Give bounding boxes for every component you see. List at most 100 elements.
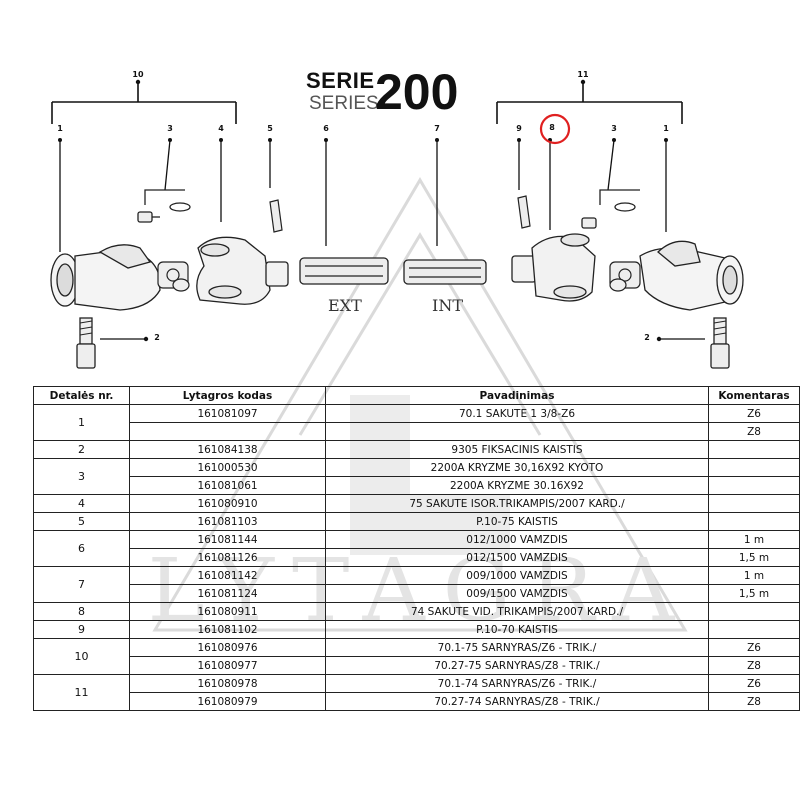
code-cell: 161000530 <box>129 458 326 477</box>
comment-cell: Z8 <box>708 692 800 711</box>
comment-cell: 1,5 m <box>708 584 800 603</box>
name-cell: 012/1500 VAMZDIS <box>325 548 709 567</box>
callout-6: 6 <box>323 124 329 133</box>
header-detail-nr: Detalės nr. <box>33 386 130 405</box>
code-cell: 161080978 <box>129 674 326 693</box>
callout-1-left: 1 <box>57 124 63 133</box>
detail-nr-cell: 10 <box>33 638 130 675</box>
comment-cell: Z6 <box>708 404 800 423</box>
detail-nr-cell: 9 <box>33 620 130 639</box>
callout-2-left: 2 <box>154 333 160 342</box>
comment-cell: Z6 <box>708 674 800 693</box>
code-cell: 161084138 <box>129 440 326 459</box>
name-cell: 70.27-74 SARNYRAS/Z8 - TRIK./ <box>325 692 709 711</box>
detail-nr-cell: 6 <box>33 530 130 567</box>
name-cell: 012/1000 VAMZDIS <box>325 530 709 549</box>
detail-nr-cell: 3 <box>33 458 130 495</box>
name-cell: 70.1 SAKUTE 1 3/8-Z6 <box>325 404 709 423</box>
name-cell <box>325 422 709 441</box>
detail-nr-cell: 11 <box>33 674 130 711</box>
series-title: SERIES <box>309 93 379 114</box>
comment-cell: Z8 <box>708 422 800 441</box>
callout-8: 8 <box>549 123 555 132</box>
table-row: Z8 <box>34 422 800 441</box>
callout-5: 5 <box>267 124 273 133</box>
callout-1-right: 1 <box>663 124 669 133</box>
code-cell: 161081103 <box>129 512 326 531</box>
callout-2-right: 2 <box>644 333 650 342</box>
callout-4: 4 <box>218 124 224 133</box>
header-comment: Komentaras <box>708 386 800 405</box>
code-cell: 161080911 <box>129 602 326 621</box>
header-name: Pavadinimas <box>325 386 709 405</box>
name-cell: 009/1500 VAMZDIS <box>325 584 709 603</box>
comment-cell <box>708 620 800 639</box>
code-cell: 161081142 <box>129 566 326 585</box>
comment-cell <box>708 458 800 477</box>
callout-3-right: 3 <box>611 124 617 133</box>
callout-7: 7 <box>434 124 440 133</box>
name-cell: 74 SAKUTE VID. TRIKAMPIS/2007 KARD./ <box>325 602 709 621</box>
comment-cell: Z8 <box>708 656 800 675</box>
callout-11: 11 <box>577 70 589 79</box>
name-cell: 2200A KRYZME 30,16X92 KYOTO <box>325 458 709 477</box>
code-cell: 161081102 <box>129 620 326 639</box>
code-cell: 161081097 <box>129 404 326 423</box>
comment-cell <box>708 602 800 621</box>
comment-cell: 1 m <box>708 530 800 549</box>
callout-3-left: 3 <box>167 124 173 133</box>
comment-cell <box>708 476 800 495</box>
code-cell: 161080976 <box>129 638 326 657</box>
name-cell: 2200A KRYZME 30.16X92 <box>325 476 709 495</box>
parts-table: Detalės nr. Lytagros kodas Pavadinimas K… <box>33 386 800 711</box>
name-cell: 70.27-75 SARNYRAS/Z8 - TRIK./ <box>325 656 709 675</box>
detail-nr-cell: 7 <box>33 566 130 603</box>
header-code: Lytagros kodas <box>129 386 326 405</box>
tube-label-int: INT <box>432 296 463 315</box>
callout-10: 10 <box>132 70 144 79</box>
table-header-row: Detalės nr. Lytagros kodas Pavadinimas K… <box>33 386 800 405</box>
series-number: 200 <box>375 64 459 120</box>
comment-cell: 1 m <box>708 566 800 585</box>
name-cell: 9305 FIKSACINIS KAISTIS <box>325 440 709 459</box>
name-cell: 70.1-75 SARNYRAS/Z6 - TRIK./ <box>325 638 709 657</box>
serie-title: SERIE <box>306 68 375 93</box>
name-cell: P.10-70 KAISTIS <box>325 620 709 639</box>
comment-cell: 1,5 m <box>708 548 800 567</box>
code-cell: 161080977 <box>129 656 326 675</box>
code-cell: 161080910 <box>129 494 326 513</box>
code-cell: 161081144 <box>129 530 326 549</box>
detail-nr-cell: 4 <box>33 494 130 513</box>
name-cell: 75 SAKUTE ISOR.TRIKAMPIS/2007 KARD./ <box>325 494 709 513</box>
highlight-circle <box>539 113 571 145</box>
detail-nr-cell: 8 <box>33 602 130 621</box>
detail-nr-cell: 2 <box>33 440 130 459</box>
tube-label-ext: EXT <box>328 296 362 315</box>
comment-cell: Z6 <box>708 638 800 657</box>
name-cell: 009/1000 VAMZDIS <box>325 566 709 585</box>
comment-cell <box>708 494 800 513</box>
name-cell: 70.1-74 SARNYRAS/Z6 - TRIK./ <box>325 674 709 693</box>
exploded-shaft-drawing <box>50 79 744 369</box>
code-cell: 161081124 <box>129 584 326 603</box>
callout-9: 9 <box>516 124 522 133</box>
comment-cell <box>708 512 800 531</box>
name-cell: P.10-75 KAISTIS <box>325 512 709 531</box>
code-cell: 161081061 <box>129 476 326 495</box>
